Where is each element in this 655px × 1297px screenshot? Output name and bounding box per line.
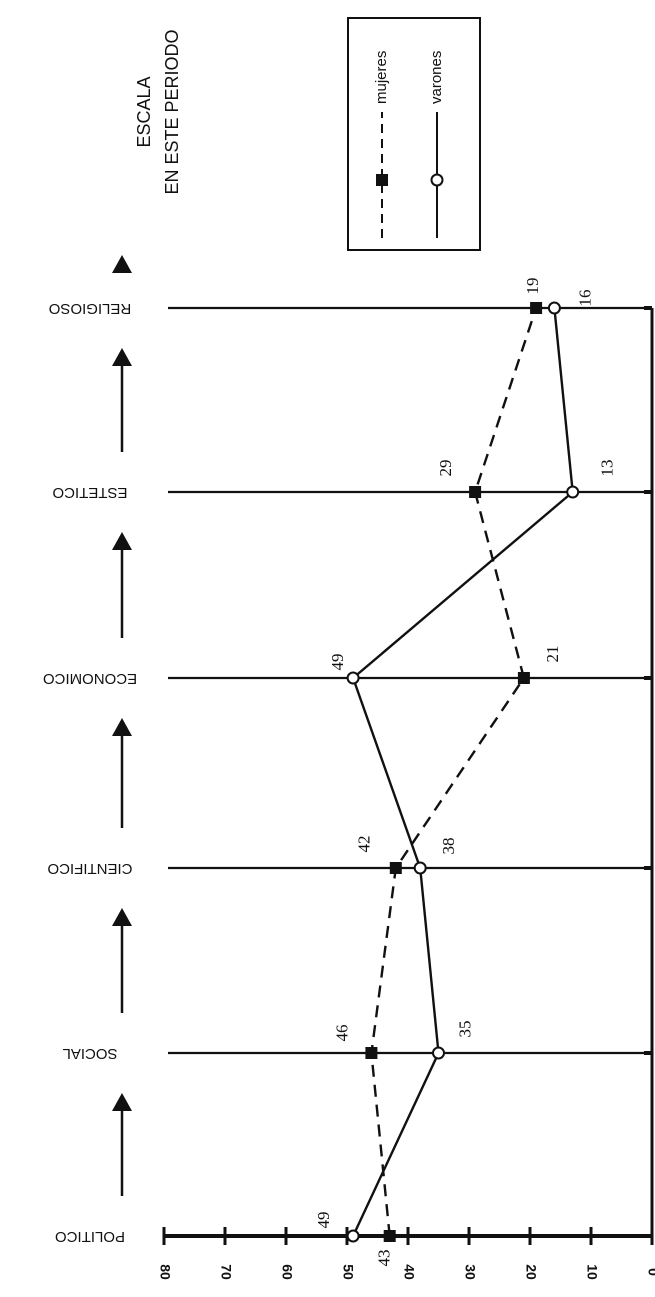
point-mujeres bbox=[383, 1230, 396, 1242]
legend-marker-mujeres bbox=[376, 174, 388, 186]
data-label-mujeres: 19 bbox=[523, 278, 542, 295]
value-tick-label: 60 bbox=[279, 1264, 295, 1280]
point-varones bbox=[346, 671, 360, 685]
legend-marker-varones bbox=[430, 173, 444, 187]
scale-caption-line: ESCALA bbox=[134, 76, 154, 147]
point-varones bbox=[547, 301, 561, 315]
series-line-mujeres bbox=[370, 307, 538, 1237]
data-label-mujeres: 42 bbox=[355, 836, 374, 853]
data-label-mujeres: 21 bbox=[543, 646, 562, 663]
progression-arrow-head bbox=[112, 255, 132, 273]
data-label-varones: 38 bbox=[439, 838, 458, 855]
category-label: CIENTIFICO bbox=[48, 860, 133, 877]
category-label: POLITICO bbox=[55, 1228, 125, 1245]
data-label-mujeres: 29 bbox=[436, 460, 455, 477]
point-varones bbox=[566, 485, 580, 499]
point-mujeres bbox=[530, 302, 543, 314]
point-varones bbox=[432, 1046, 445, 1060]
value-axis: 80 70 60 50 40 30 20 10 0 bbox=[157, 308, 655, 1280]
legend-label-mujeres: mujeres bbox=[373, 51, 390, 104]
data-label-mujeres: 43 bbox=[375, 1250, 394, 1267]
data-label-varones: 16 bbox=[575, 290, 594, 307]
scale-caption: ESCALA EN ESTE PERIODO bbox=[134, 29, 182, 194]
progression-arrow-head bbox=[112, 908, 132, 926]
point-mujeres bbox=[365, 1047, 378, 1059]
value-tick-label: 20 bbox=[523, 1264, 539, 1280]
progression-arrow-head bbox=[112, 348, 132, 366]
point-mujeres bbox=[389, 862, 402, 874]
data-label-varones: 13 bbox=[598, 460, 617, 477]
progression-arrow-head bbox=[112, 718, 132, 736]
value-tick-label: 30 bbox=[462, 1264, 478, 1280]
category-grid bbox=[168, 306, 652, 1238]
value-tick-label: 40 bbox=[401, 1264, 417, 1280]
value-tick-label: 50 bbox=[340, 1264, 356, 1280]
scale-caption-line: EN ESTE PERIODO bbox=[162, 29, 182, 194]
point-varones bbox=[413, 861, 427, 875]
progression-arrow-head bbox=[112, 532, 132, 550]
category-label: ESTETICO bbox=[52, 484, 127, 501]
category-label: SOCIAL bbox=[62, 1045, 117, 1062]
value-tick-label: 80 bbox=[157, 1264, 173, 1280]
category-label: RELIGIOSO bbox=[49, 300, 132, 317]
series-layer: 43 46 42 21 29 19 49 35 38 49 13 16 bbox=[314, 278, 617, 1267]
data-label-varones: 35 bbox=[455, 1021, 474, 1038]
series-line-varones bbox=[351, 307, 574, 1237]
point-mujeres bbox=[517, 672, 530, 684]
data-label-varones: 49 bbox=[314, 1212, 333, 1229]
category-label: ECONOMICO bbox=[43, 670, 137, 687]
legend: mujeres varones bbox=[347, 17, 481, 251]
value-tick-label: 0 bbox=[645, 1268, 655, 1276]
value-tick-label: 10 bbox=[584, 1264, 600, 1280]
point-varones bbox=[346, 1229, 360, 1243]
point-mujeres bbox=[469, 486, 482, 498]
legend-box bbox=[347, 17, 481, 251]
legend-label-varones: varones bbox=[428, 51, 445, 104]
value-tick-label: 70 bbox=[218, 1264, 234, 1280]
progression-arrow-head bbox=[112, 1093, 132, 1111]
data-label-mujeres: 46 bbox=[332, 1025, 351, 1042]
category-labels: POLITICO SOCIAL CIENTIFICO ECONOMICO ESTETIC… bbox=[43, 255, 137, 1245]
data-label-varones: 49 bbox=[328, 654, 347, 671]
